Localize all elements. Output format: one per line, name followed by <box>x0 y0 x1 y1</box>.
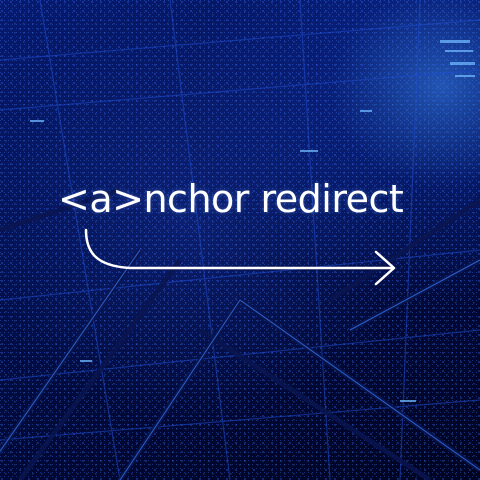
page-title: <a>nchor redirect <box>58 177 404 221</box>
